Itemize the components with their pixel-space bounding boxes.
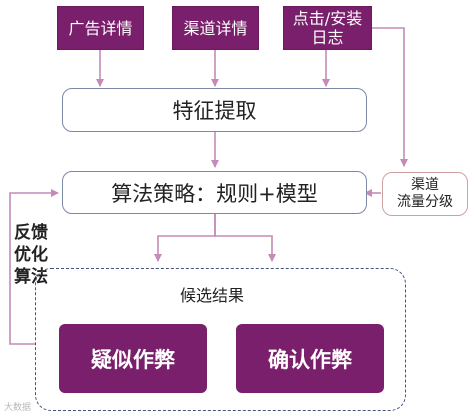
algorithm-strategy-box: 算法策略：规则+模型 (62, 171, 367, 214)
confirmed-fraud-box: 确认作弊 (236, 324, 384, 393)
source-click-install-log-label: 点击/安装 日志 (292, 9, 363, 47)
algorithm-strategy-label: 算法策略：规则+模型 (111, 181, 318, 206)
suspected-fraud-label: 疑似作弊 (91, 347, 175, 372)
source-channel-details-label: 渠道详情 (183, 18, 248, 38)
channel-grading-box: 渠道 流量分级 (382, 172, 468, 216)
watermark: 大数据 (4, 403, 32, 413)
arrow-algorithm-to-candidates-left (154, 214, 216, 262)
candidate-results-title: 候选结果 (180, 286, 245, 305)
arrow-log-to-grading (372, 27, 408, 167)
feature-extraction-box: 特征提取 (62, 88, 367, 132)
channel-grading-label: 渠道 流量分级 (397, 177, 453, 210)
source-ad-details-label: 广告详情 (68, 18, 133, 38)
feature-extraction-label: 特征提取 (172, 99, 257, 123)
source-channel-details: 渠道详情 (172, 6, 259, 50)
source-click-install-log: 点击/安装 日志 (283, 6, 372, 50)
candidate-results-group (35, 268, 406, 411)
suspected-fraud-box: 疑似作弊 (59, 324, 207, 393)
arrow-algorithm-to-candidates-right (214, 214, 276, 262)
arrow-feedback-loop (9, 189, 59, 345)
source-ad-details: 广告详情 (57, 6, 144, 50)
confirmed-fraud-label: 确认作弊 (268, 347, 352, 372)
